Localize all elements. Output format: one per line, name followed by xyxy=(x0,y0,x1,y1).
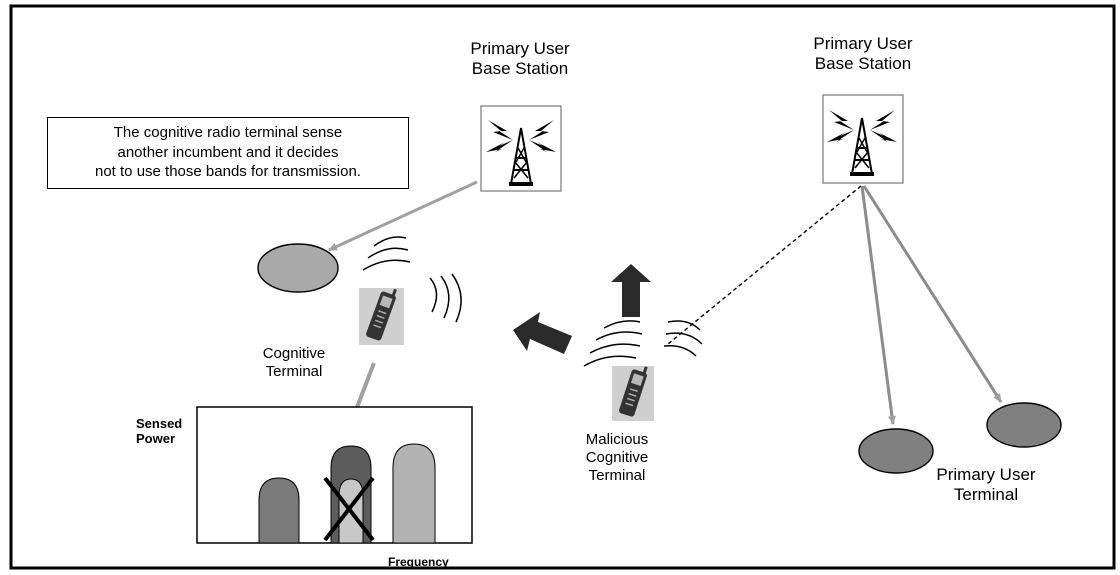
spectrum-ylabel: Sensed Power xyxy=(136,416,183,446)
primary-link-2 xyxy=(862,185,1003,403)
radio-waves-icon xyxy=(362,236,462,323)
spectrum-chart xyxy=(196,406,473,544)
cognitive-terminal-label: Cognitive Terminal xyxy=(262,345,326,380)
up-arrow-icon xyxy=(611,264,651,317)
spectrum-peak-low xyxy=(258,477,300,544)
primary-link-1 xyxy=(860,185,896,425)
primary-user-terminal-label: Primary User Terminal xyxy=(936,465,1036,505)
base-station-right-label: Primary User Base Station xyxy=(813,34,913,74)
incumbent-ellipse xyxy=(257,243,339,293)
cross-mark-icon xyxy=(323,476,375,542)
mobile-phone-icon xyxy=(612,366,654,421)
spectrum-peak-high xyxy=(392,443,436,544)
malicious-link xyxy=(667,185,862,345)
radio-tower-icon xyxy=(486,120,556,186)
sensing-link xyxy=(328,180,478,252)
base-station-right xyxy=(822,94,904,184)
diagram-frame xyxy=(9,4,1116,570)
base-station-left-label: Primary User Base Station xyxy=(470,39,570,79)
left-arrow-icon xyxy=(513,312,572,354)
malicious-terminal-label: Malicious Cognitive Terminal xyxy=(585,431,649,484)
primary-user-ellipse xyxy=(858,428,934,474)
radio-waves-icon xyxy=(583,320,703,367)
note-box: The cognitive radio terminal sense anoth… xyxy=(47,117,409,189)
primary-user-ellipse xyxy=(986,402,1062,448)
mobile-phone-icon xyxy=(359,288,404,345)
base-station-left xyxy=(480,105,562,192)
radio-tower-icon xyxy=(827,110,897,176)
spectrum-xlabel: Frequency xyxy=(388,555,449,569)
